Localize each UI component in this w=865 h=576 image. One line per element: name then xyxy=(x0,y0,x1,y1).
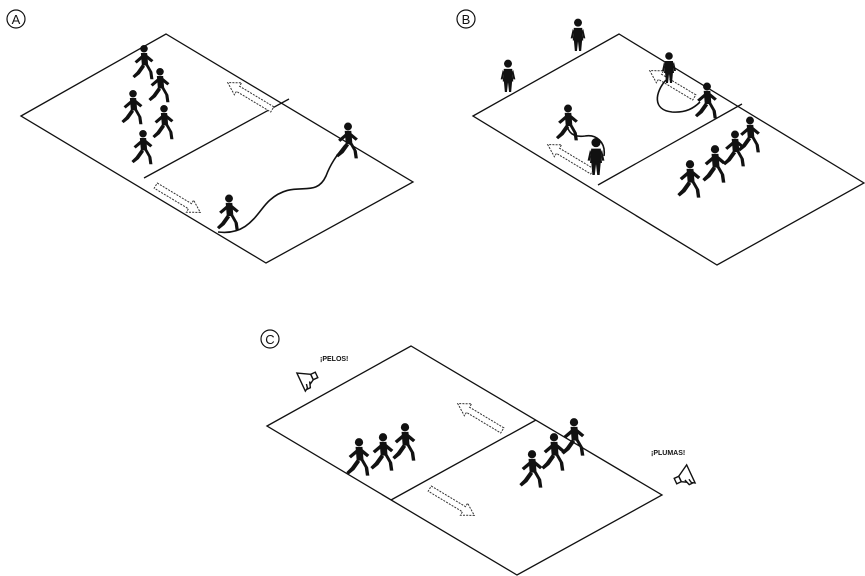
panel-b-field xyxy=(471,33,865,266)
megaphone-icon xyxy=(670,464,696,491)
megaphone-icon xyxy=(296,365,322,392)
panel-c-label: C xyxy=(265,332,274,347)
panel-c-badge xyxy=(260,329,280,349)
panel-a-label: A xyxy=(12,12,21,27)
panel-a: A xyxy=(6,9,415,264)
panel-a-midline xyxy=(143,98,290,179)
standing-player-icon xyxy=(570,18,586,51)
panel-c: C ¡PELOS! ¡PLUMAS! xyxy=(260,329,696,576)
panel-a-badge xyxy=(6,9,26,29)
call-left-text: ¡PELOS! xyxy=(320,356,348,363)
panel-a-run-path xyxy=(217,144,346,234)
panel-b-label: B xyxy=(462,12,471,27)
panel-c-midline xyxy=(390,419,537,501)
standing-player-icon xyxy=(500,59,516,92)
panel-a-field xyxy=(19,33,415,264)
panel-b: B xyxy=(456,9,865,266)
panel-b-midline xyxy=(597,103,743,186)
panel-b-loop-path xyxy=(656,79,701,113)
call-right-text: ¡PLUMAS! xyxy=(651,450,685,457)
panel-b-badge xyxy=(456,9,476,29)
panel-c-field xyxy=(265,345,664,576)
